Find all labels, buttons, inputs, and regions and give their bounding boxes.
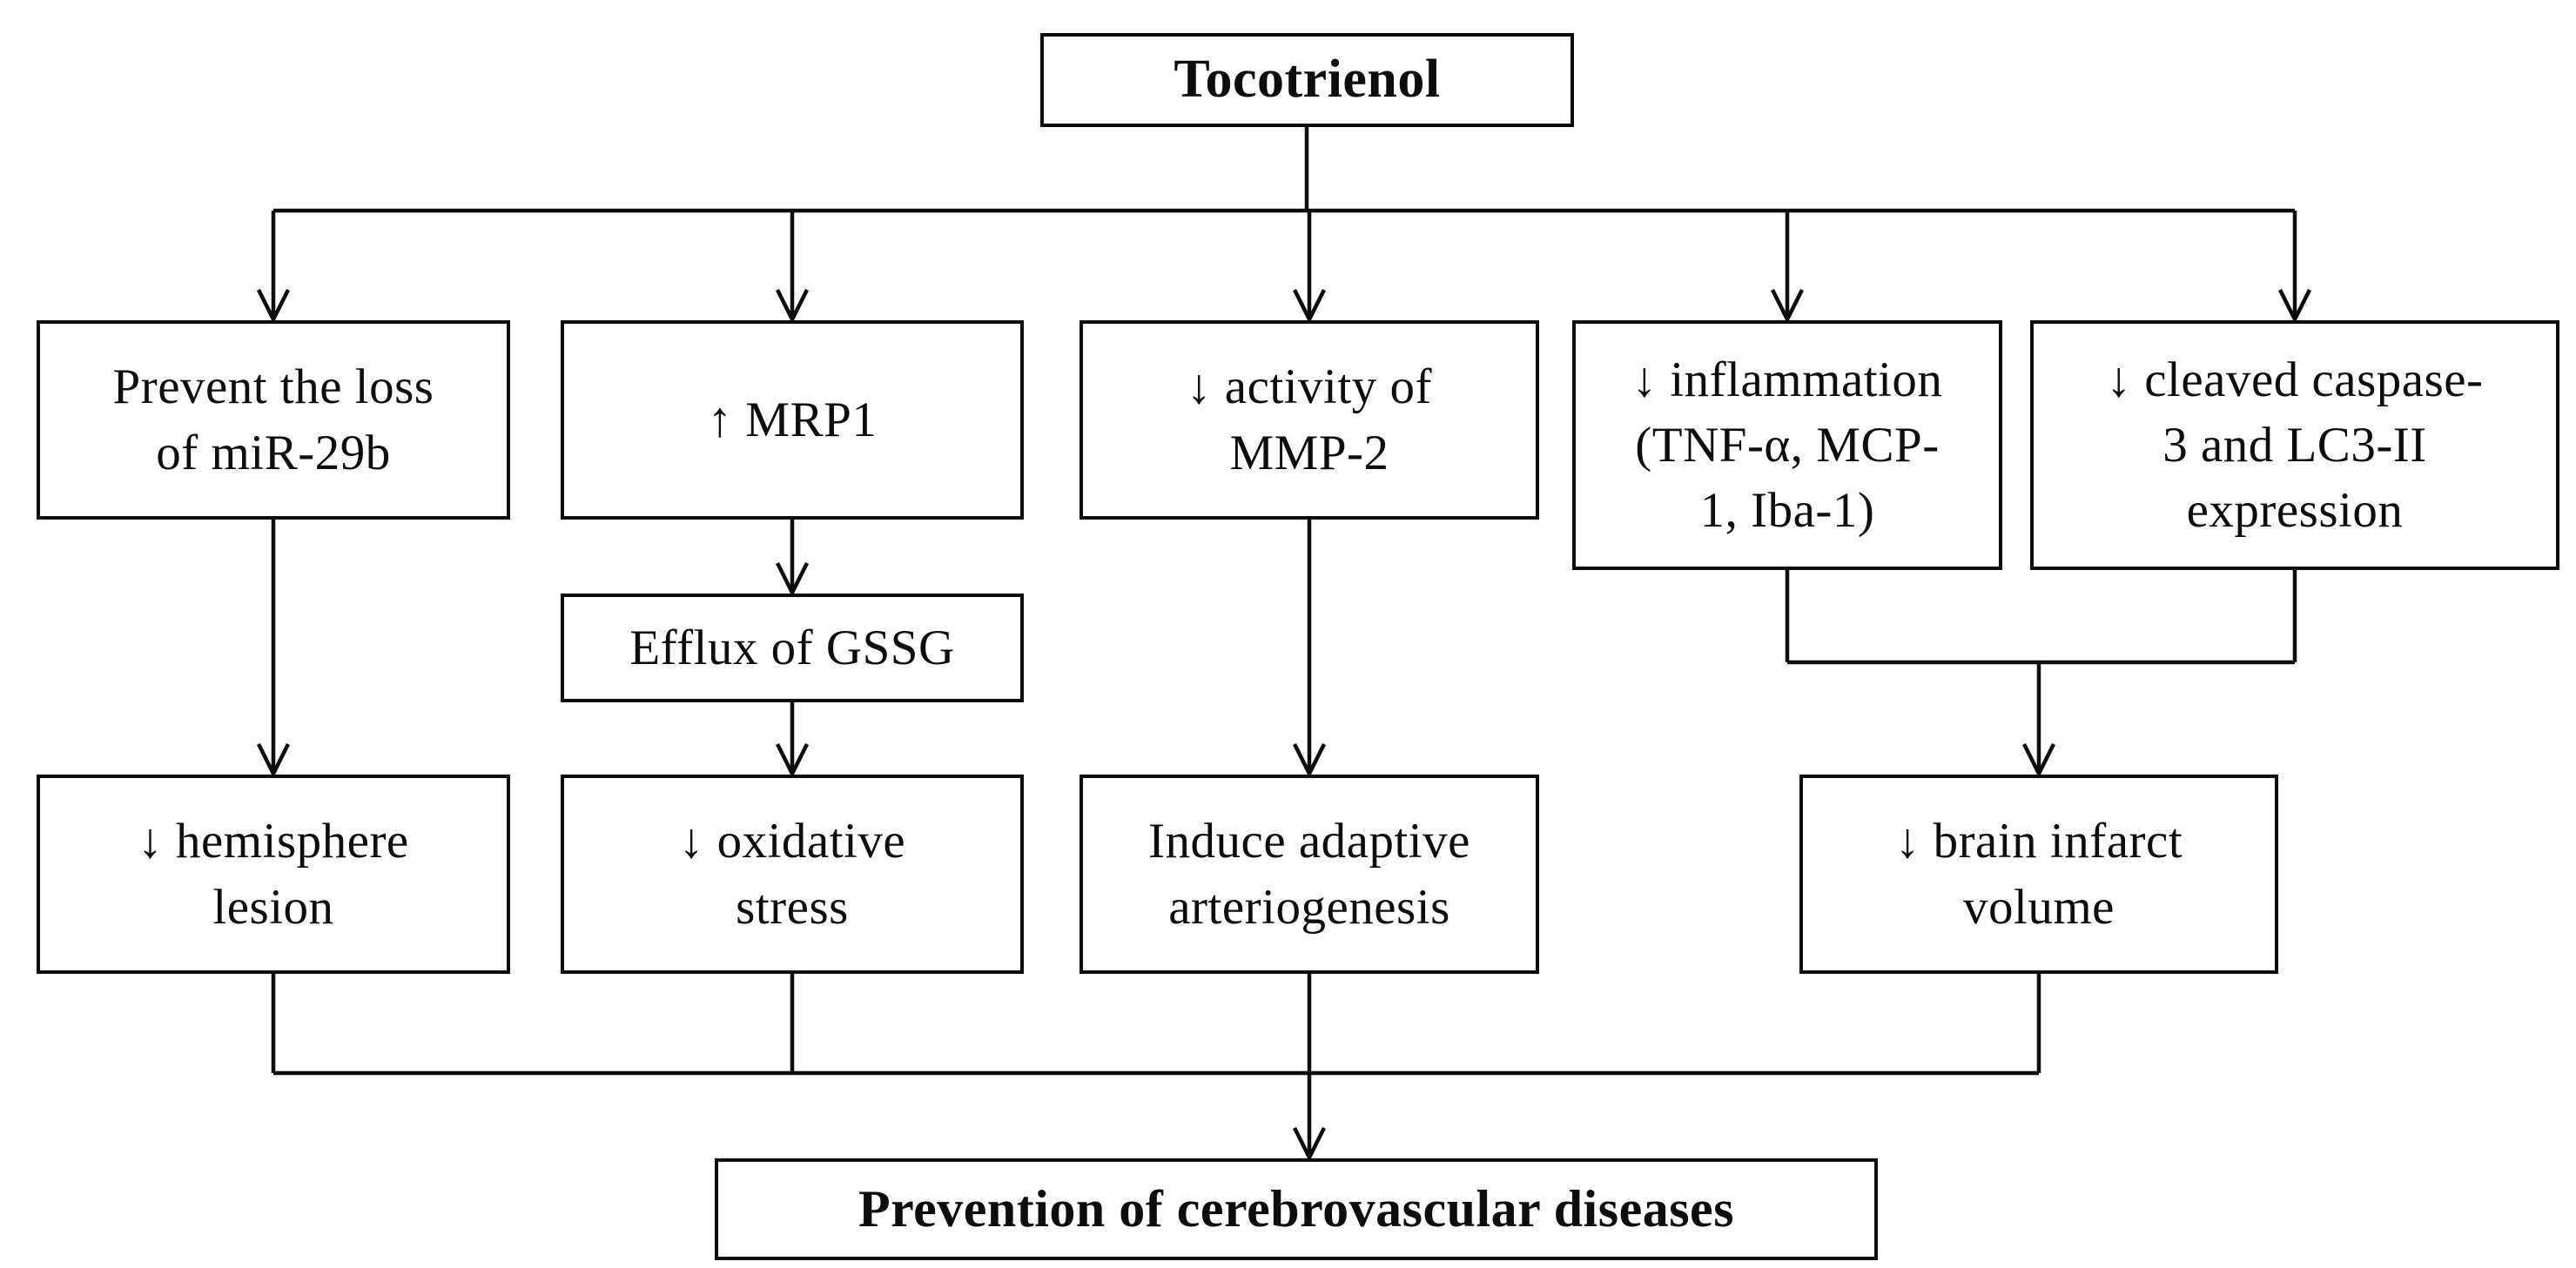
node-decrease-brain-infarct-volume: ↓ brain infarct volume [1799, 775, 2278, 974]
arrowhead-prevention [1292, 1126, 1327, 1163]
node-decrease-caspase3-lc3ii: ↓ cleaved caspase- 3 and LC3-II expressi… [2030, 320, 2559, 570]
arrowhead-oxidative [775, 742, 810, 779]
arrowhead-efflux [775, 561, 810, 598]
arrowhead-hemisphere [256, 742, 291, 779]
arrowhead-arteriogenesis [1292, 742, 1327, 779]
arrowhead-mmp2 [1292, 288, 1327, 325]
node-efflux-gssg: Efflux of GSSG [561, 594, 1024, 702]
node-prevent-mir29b-loss: Prevent the loss of miR-29b [37, 320, 510, 520]
arrowhead-infarct [2021, 742, 2056, 779]
node-decrease-hemisphere-lesion: ↓ hemisphere lesion [37, 775, 510, 974]
arrowhead-caspase [2277, 288, 2312, 325]
arrowhead-mrp1 [775, 288, 810, 325]
node-tocotrienol: Tocotrienol [1040, 33, 1574, 127]
node-induce-arteriogenesis: Induce adaptive arteriogenesis [1079, 775, 1539, 974]
arrowhead-inflammation [1770, 288, 1805, 325]
node-decrease-inflammation: ↓ inflammation (TNF-α, MCP- 1, Iba-1) [1572, 320, 2002, 570]
node-increase-mrp1: ↑ MRP1 [561, 320, 1024, 520]
node-decrease-oxidative-stress: ↓ oxidative stress [561, 775, 1024, 974]
arrowhead-mir29b [256, 288, 291, 325]
node-decrease-mmp2-activity: ↓ activity of MMP-2 [1079, 320, 1539, 520]
node-prevention-cerebrovascular-diseases: Prevention of cerebrovascular diseases [715, 1158, 1878, 1260]
